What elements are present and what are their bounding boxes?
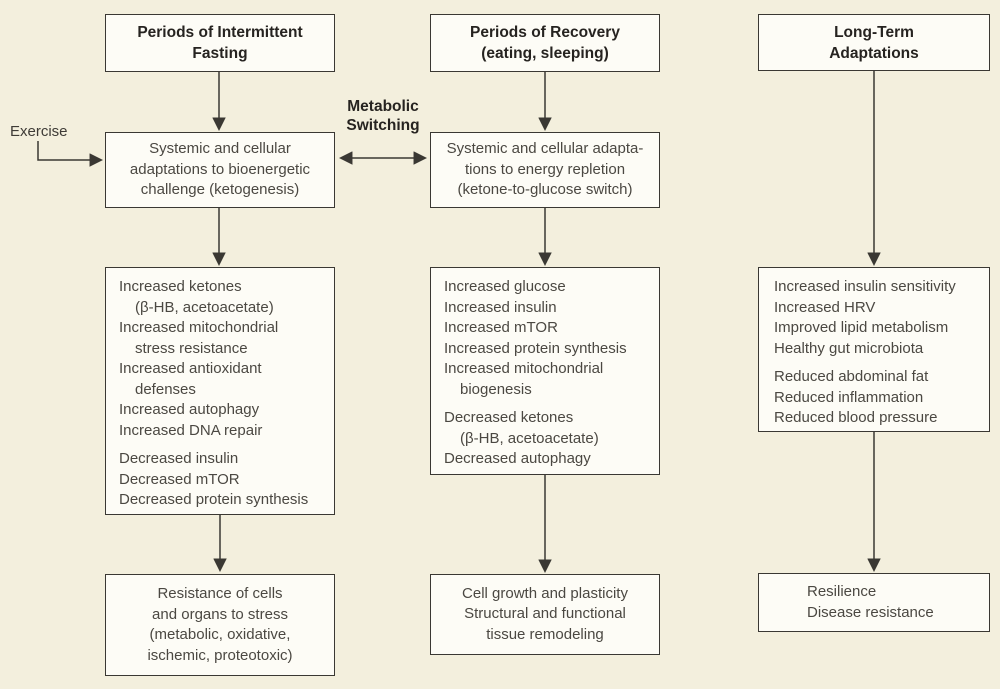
effect-item: Improved lipid metabolism <box>774 319 949 336</box>
effect-item: stress resistance <box>135 339 248 357</box>
effect-item: Reduced abdominal fat <box>774 368 929 385</box>
effect-item: Increased autophagy <box>119 401 260 418</box>
effect-item: Increased mitochondrial <box>119 319 279 336</box>
fasting-outcome-box: Resistance of cells and organs to stress… <box>105 574 335 676</box>
fasting-header-box: Periods of Intermittent Fasting <box>105 14 335 72</box>
effect-item: Increased mitochondrial <box>444 360 604 377</box>
effect-item: Reduced blood pressure <box>774 409 938 426</box>
metabolic-switching-label: Metabolic Switching <box>346 98 420 134</box>
effect-item: Increased insulin sensitivity <box>774 278 956 295</box>
effect-item: Increased mTOR <box>444 319 558 336</box>
longterm-outcome-text: Resilience Disease resistance <box>807 583 934 621</box>
effect-item: Reduced inflammation <box>774 388 924 406</box>
fasting-adaptation-text: Systemic and cellular adaptations to bio… <box>129 140 311 199</box>
effect-item: (β-HB, acetoacetate) <box>135 298 274 316</box>
recovery-outcome-box: Cell growth and plasticity Structural an… <box>430 574 660 655</box>
exercise-label: Exercise <box>10 123 68 140</box>
effect-item: Decreased autophagy <box>444 450 591 467</box>
arrow-exercise-elbow <box>37 141 104 167</box>
longterm-header-text: Long-Term Adaptations <box>829 23 919 62</box>
effect-item: Decreased mTOR <box>119 470 240 488</box>
recovery-header-text: Periods of Recovery (eating, sleeping) <box>470 24 620 62</box>
effect-item: Increased DNA repair <box>119 421 263 439</box>
effect-item: defenses <box>135 380 196 398</box>
effect-item: Increased antioxidant <box>119 360 262 377</box>
longterm-header-box: Long-Term Adaptations <box>758 14 990 71</box>
fasting-effects-box: Increased ketones (β-HB, acetoacetate) Inc… <box>105 267 335 515</box>
effect-item: Decreased ketones <box>444 409 574 426</box>
fasting-adaptation-box: Systemic and cellular adaptations to bio… <box>105 132 335 208</box>
effect-item: Increased insulin <box>444 298 557 316</box>
recovery-adaptation-box: Systemic and cellular adapta- tions to e… <box>430 132 660 208</box>
effect-item: Healthy gut microbiota <box>774 339 924 357</box>
effect-item: Decreased protein synthesis <box>119 491 309 508</box>
effect-item: Increased ketones <box>119 278 242 295</box>
effect-item: Increased protein synthesis <box>444 339 627 357</box>
recovery-outcome-text: Cell growth and plasticity Structural an… <box>462 584 628 643</box>
effect-item: biogenesis <box>460 380 532 398</box>
effect-item: Increased glucose <box>444 278 566 295</box>
longterm-outcome-box: Resilience Disease resistance <box>758 573 990 632</box>
fasting-effects-list: Increased ketones (β-HB, acetoacetate) Inc… <box>106 268 334 511</box>
recovery-header-box: Periods of Recovery (eating, sleeping) <box>430 14 660 72</box>
fasting-header-text: Periods of Intermittent Fasting <box>137 24 303 62</box>
effect-item: (β-HB, acetoacetate) <box>460 429 599 447</box>
effect-item: Decreased insulin <box>119 450 239 467</box>
effect-item: Increased HRV <box>774 298 876 316</box>
recovery-adaptation-text: Systemic and cellular adapta- tions to e… <box>446 140 644 199</box>
fasting-outcome-text: Resistance of cells and organs to stress… <box>147 585 293 664</box>
